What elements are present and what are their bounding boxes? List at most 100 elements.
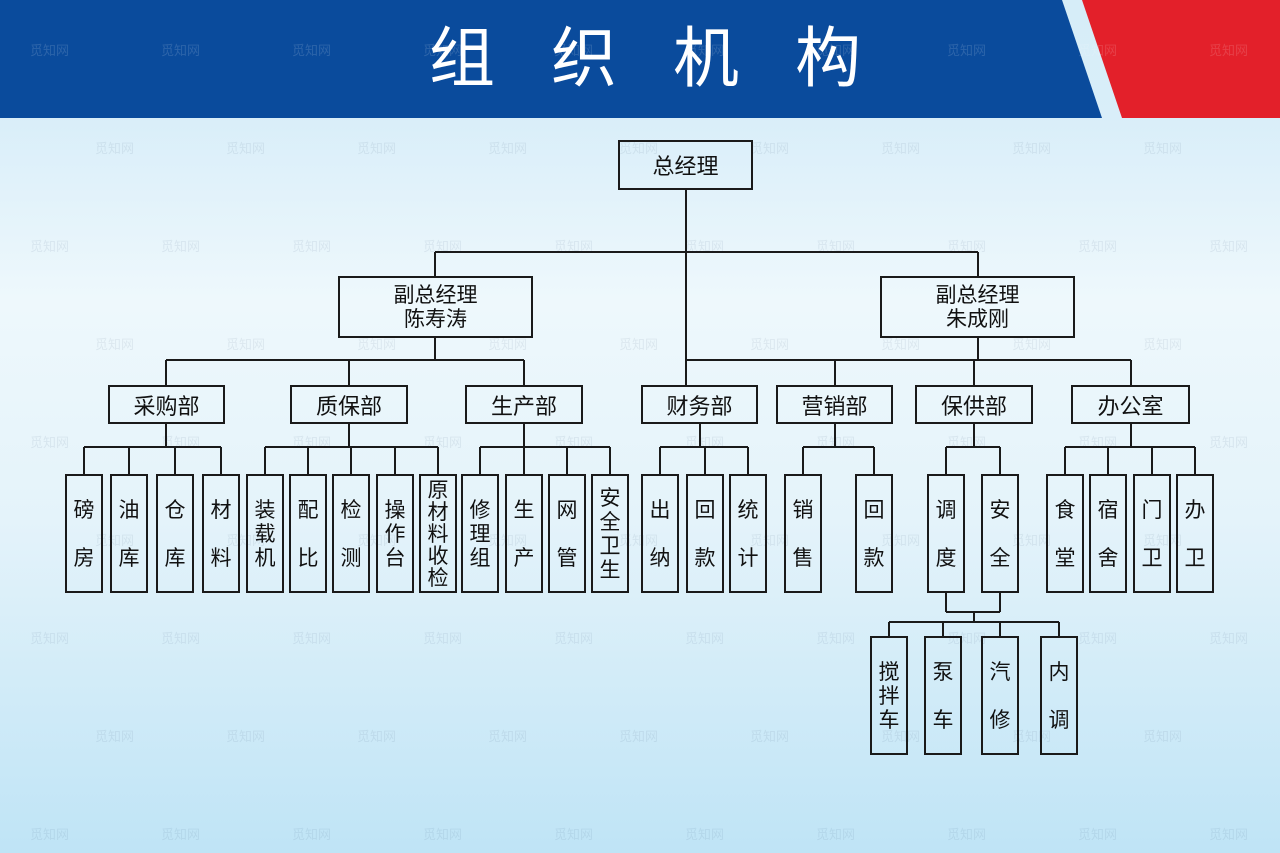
dept-purchasing: 采购部 [108,385,225,424]
unit-label-char: 搅 [878,659,900,684]
unit-label: 办卫 [1185,498,1206,570]
unit-label-char: 生 [513,497,535,522]
unit-label-char: 库 [118,545,140,570]
unit-label-char: 原 [427,477,449,502]
unit-mix-proportion: 配比 [289,474,327,593]
unit-label-char: 材 [210,497,232,522]
unit-label: 食堂 [1055,498,1076,570]
unit-label: 搅拌车 [879,660,900,732]
unit-label-char: 销 [792,497,814,522]
connector-purchasing-units [83,424,222,474]
unit-label-char: 房 [73,545,95,570]
unit-label-char: 组 [469,545,491,570]
unit-label-char: 机 [254,545,276,570]
unit-cashier: 出纳 [641,474,679,593]
unit-label-char: 内 [1048,659,1070,684]
unit-label-char: 收 [427,543,449,568]
unit-label-char: 纳 [649,545,671,570]
general-manager-box: 总经理 [618,140,753,190]
general-manager-label: 总经理 [652,155,719,180]
unit-label-char: 卫 [1141,545,1163,570]
unit-label: 网管 [557,498,578,570]
vice-manager-title: 副总经理 [393,283,478,307]
unit-label-char: 检 [340,497,362,522]
unit-label-char: 办 [1184,497,1206,522]
unit-label-char: 卫 [1184,545,1206,570]
unit-label: 生产 [514,498,535,570]
dept-label: 保供部 [940,394,1007,420]
unit-label: 泵车 [933,660,954,732]
unit-label-char: 油 [118,497,140,522]
dept-label: 办公室 [1097,394,1164,420]
connector-left-vice-branch [165,338,525,385]
unit-label-char: 调 [935,497,957,522]
connector-supply-units [945,424,1001,474]
dept-supply-assurance: 保供部 [915,385,1033,424]
unit-label-char: 载 [254,521,276,546]
unit-pump-truck: 泵车 [924,636,962,755]
unit-production: 生产 [505,474,543,593]
unit-internal-dispatch: 内调 [1040,636,1078,755]
connector-quality-units [264,424,439,474]
unit-control-console: 操作台 [376,474,414,593]
unit-label: 宿舍 [1098,498,1119,570]
unit-label-char: 调 [1048,707,1070,732]
unit-label: 回款 [864,498,885,570]
unit-label-char: 测 [340,545,362,570]
unit-marketing-collections: 回款 [855,474,893,593]
unit-label: 磅房 [74,498,95,570]
unit-label-char: 配 [297,497,319,522]
unit-label-char: 磅 [73,497,95,522]
unit-safety: 安全 [981,474,1019,593]
unit-label-char: 售 [792,545,814,570]
unit-label: 出纳 [650,498,671,570]
unit-label: 回款 [695,498,716,570]
unit-label: 修理组 [470,498,491,570]
unit-label-char: 卫 [599,533,621,558]
unit-label-char: 款 [863,545,885,570]
unit-label-char: 料 [210,545,232,570]
unit-label-char: 宿 [1097,497,1119,522]
connector-vice-bar [434,251,979,276]
dept-label: 生产部 [490,394,557,420]
unit-label-char: 料 [427,521,449,546]
unit-label-char: 车 [878,707,900,732]
dept-label: 财务部 [666,394,733,420]
unit-label-char: 门 [1141,497,1163,522]
unit-label: 汽修 [990,660,1011,732]
unit-label-char: 拌 [878,683,900,708]
unit-label-char: 库 [164,545,186,570]
dept-marketing: 营销部 [776,385,893,424]
unit-network-admin: 网管 [548,474,586,593]
unit-label-char: 车 [932,707,954,732]
unit-label: 调度 [936,498,957,570]
vice-manager-name: 朱成刚 [946,307,1009,331]
unit-canteen: 食堂 [1046,474,1084,593]
unit-label-char: 款 [694,545,716,570]
unit-label-char: 作 [384,521,406,546]
unit-gatekeeper: 门卫 [1133,474,1171,593]
unit-testing: 检测 [332,474,370,593]
unit-label-char: 回 [863,497,885,522]
unit-label: 材料 [211,498,232,570]
unit-label-char: 比 [297,545,319,570]
unit-label-char: 管 [556,545,578,570]
vice-manager-name: 陈寿涛 [404,307,467,331]
unit-warehouse: 仓库 [156,474,194,593]
connector-finance-units [659,424,749,474]
unit-label-char: 回 [694,497,716,522]
unit-auto-repair: 汽修 [981,636,1019,755]
unit-statistics: 统计 [729,474,767,593]
unit-oil-depot: 油库 [110,474,148,593]
unit-label-char: 材 [427,499,449,524]
unit-weighbridge-room: 磅房 [65,474,103,593]
unit-office-sanitation: 办卫 [1176,474,1214,593]
unit-label-char: 检 [427,565,449,590]
unit-label: 装载机 [255,498,276,570]
unit-label-char: 仓 [164,497,186,522]
unit-loader: 装载机 [246,474,284,593]
unit-label: 安全 [990,498,1011,570]
unit-repair-team: 修理组 [461,474,499,593]
unit-label-char: 产 [513,545,535,570]
